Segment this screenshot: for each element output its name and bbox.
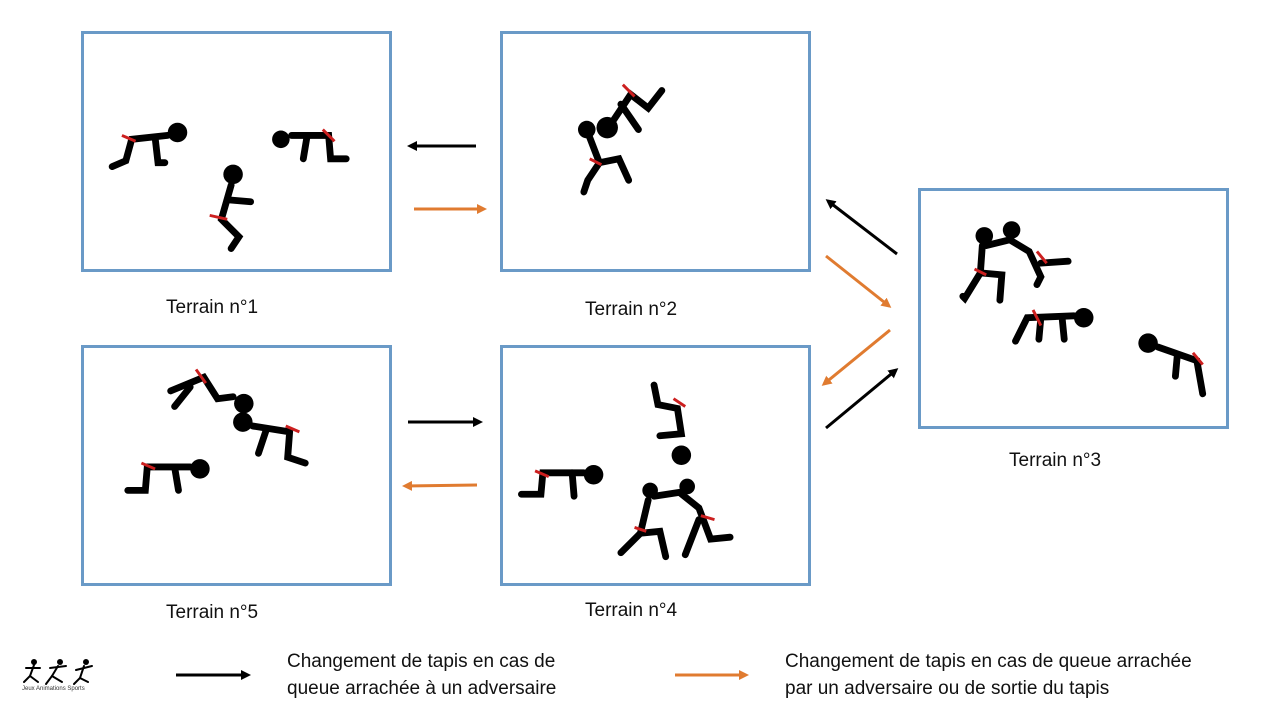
- legend-loss-text: Changement de tapis en cas de queue arra…: [785, 648, 1192, 702]
- wrestlers-field-5: [124, 368, 309, 494]
- legend-loss-line1: Changement de tapis en cas de queue arra…: [785, 651, 1192, 672]
- field-label-2: Terrain n°2: [585, 299, 678, 320]
- jeux-animations-sports-logo-icon: [23, 659, 93, 685]
- field-label-3: Terrain n°3: [1009, 450, 1102, 471]
- wrestlers-field-3: [959, 221, 1207, 398]
- field-label-1: Terrain n°1: [166, 297, 259, 318]
- wrestlers-field-4: [518, 381, 734, 561]
- arrow-loss-3-to-4: [821, 328, 891, 386]
- field-3: [918, 188, 1229, 429]
- legend-win-text: Changement de tapis en cas de queue arra…: [287, 648, 556, 702]
- legend-win-line2: queue arrachée à un adversaire: [287, 678, 557, 699]
- logo-text: Jeux Animations Sports: [22, 686, 85, 692]
- arrow-win-4-to-3: [825, 368, 899, 430]
- wrestlers-field-2: [577, 83, 666, 196]
- field-5: [81, 345, 392, 586]
- wrestlers-field-1: [108, 122, 350, 252]
- arrow-win-3-to-2: [825, 199, 898, 256]
- legend-loss-line2: par un adversaire ou de sortie du tapis: [785, 678, 1110, 699]
- field-1: [81, 31, 392, 272]
- field-4: [500, 345, 811, 586]
- arrow-loss-4-to-5: [402, 480, 478, 491]
- field-label-5: Terrain n°5: [166, 602, 259, 623]
- legend-win-line1: Changement de tapis en cas de: [287, 651, 556, 672]
- field-label-4: Terrain n°4: [585, 600, 678, 621]
- arrow-loss-2-to-3: [825, 254, 892, 308]
- field-2: [500, 31, 811, 272]
